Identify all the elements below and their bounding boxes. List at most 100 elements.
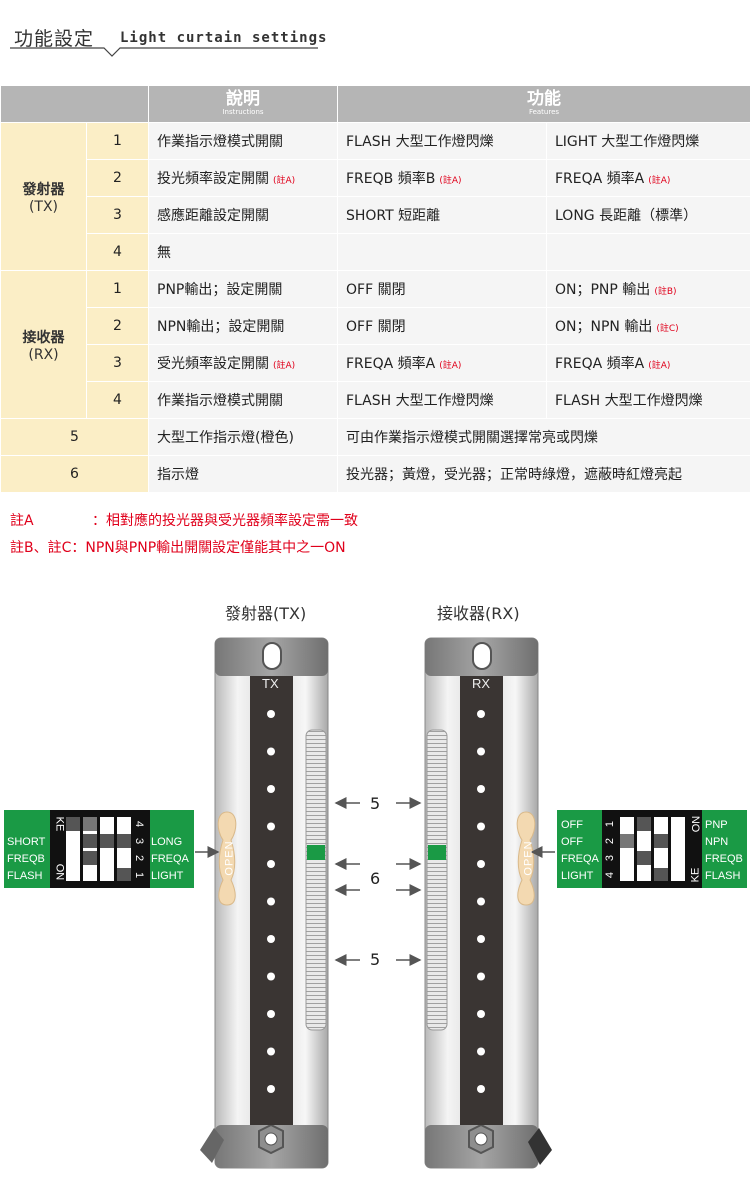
rx-switch-number: 1 bbox=[604, 820, 617, 828]
table-row: 發射器 (TX) 1 作業指示燈模式開關 FLASH 大型工作燈閃爍 LIGHT… bbox=[0, 122, 750, 271]
tx-mount-hole bbox=[262, 642, 282, 670]
row-feature-2: ON；PNP 輸出 bbox=[555, 282, 651, 298]
tx-left-label: SHORT bbox=[7, 836, 46, 848]
rx-led-dot bbox=[477, 822, 485, 831]
table-row: 4 無 bbox=[1, 233, 750, 271]
row-feature-1: FREQA 頻率A bbox=[346, 356, 436, 372]
row-description: 感應距離設定開關 bbox=[157, 208, 269, 224]
callout-6: 6 bbox=[370, 869, 381, 888]
tx-indicator-green bbox=[307, 845, 325, 860]
footnote-text: ：相對應的投光器與受光器頻率設定需一致 bbox=[92, 513, 358, 529]
row-note: (註B) bbox=[654, 287, 677, 297]
tx-left-label: FREQB bbox=[7, 853, 45, 865]
page-header: 功能設定 Light curtain settings bbox=[0, 0, 750, 70]
rx-group-en: (RX) bbox=[28, 346, 59, 363]
rx-switch-number: 2 bbox=[604, 837, 617, 845]
callout-5-bottom: 5 bbox=[370, 950, 381, 969]
rx-mount-hole bbox=[472, 642, 492, 670]
rx-right-label: PNP bbox=[705, 819, 728, 831]
row-note: (註A) bbox=[273, 361, 296, 371]
rx-device bbox=[424, 637, 552, 1169]
rx-on-label: ON bbox=[690, 815, 703, 833]
tx-open-label: OPEN bbox=[223, 840, 236, 876]
title-zh: 功能設定 bbox=[14, 28, 95, 50]
footnotes: 註A ：相對應的投光器與受光器頻率設定需一致 註B、註C：NPN與PNP輸出開關設… bbox=[10, 508, 358, 562]
row-feature-1: FLASH 大型工作燈閃爍 bbox=[346, 393, 494, 409]
tx-switch-number: 3 bbox=[133, 837, 146, 845]
header-features: 功能 Features bbox=[337, 85, 750, 123]
row-number: 6 bbox=[0, 455, 149, 493]
row-description: 無 bbox=[157, 245, 171, 261]
footnote-bc: 註B、註C：NPN與PNP輸出開關設定僅能其中之一ON bbox=[10, 535, 358, 562]
row-description: 大型工作指示燈(橙色) bbox=[148, 418, 338, 456]
callout-5-top: 5 bbox=[370, 794, 381, 813]
rx-dip-switch-panel bbox=[557, 810, 747, 888]
row-feature-2: ON；NPN 輸出 bbox=[555, 319, 653, 335]
tx-led-dot bbox=[267, 822, 275, 831]
tx-open-cover bbox=[217, 811, 237, 906]
tx-led-dot bbox=[267, 1047, 275, 1056]
tx-led-dot bbox=[267, 710, 275, 718]
tx-device bbox=[200, 637, 329, 1169]
footnote-a: 註A ：相對應的投光器與受光器頻率設定需一致 bbox=[10, 508, 358, 535]
table-row: 6 指示燈 投光器；黃燈，受光器；正常時綠燈，遮蔽時紅燈亮起 bbox=[0, 455, 750, 493]
row-feature-1: OFF 關閉 bbox=[346, 282, 406, 298]
row-number: 2 bbox=[86, 307, 149, 345]
title-en: Light curtain settings bbox=[120, 30, 328, 46]
tx-right-label: LIGHT bbox=[151, 870, 184, 882]
rx-left-label: FREQA bbox=[561, 853, 599, 865]
row-feature-2: LIGHT 大型工作燈閃爍 bbox=[555, 134, 700, 150]
row-feature-2: FREQA 頻率A bbox=[555, 171, 645, 187]
row-description: PNP輸出；設定開關 bbox=[157, 282, 283, 298]
row-description: 作業指示燈模式開關 bbox=[157, 393, 283, 409]
row-feature-1: FREQB 頻率B bbox=[346, 171, 436, 187]
row-feature-1: SHORT 短距離 bbox=[346, 208, 441, 224]
footnote-label: 註A bbox=[10, 513, 34, 529]
header-instructions-zh: 說明 bbox=[226, 89, 260, 109]
table-row: 4 作業指示燈模式開關 FLASH 大型工作燈閃爍 FLASH 大型工作燈閃爍 bbox=[1, 381, 750, 419]
row-feature-2: FLASH 大型工作燈閃爍 bbox=[555, 393, 703, 409]
tx-led-dot bbox=[267, 1085, 275, 1093]
row-number: 1 bbox=[86, 270, 149, 308]
rx-led-dot bbox=[477, 860, 485, 868]
row-feature-1: OFF 關閉 bbox=[346, 319, 406, 335]
rx-led-dot bbox=[477, 747, 485, 756]
header-instructions: 說明 Instructions bbox=[148, 85, 338, 123]
table-header-row: 說明 Instructions 功能 Features bbox=[0, 85, 750, 123]
row-number: 3 bbox=[86, 344, 149, 382]
tx-device-title: 發射器(TX) bbox=[225, 604, 307, 623]
tx-led-dot bbox=[267, 860, 275, 868]
header-blank bbox=[0, 85, 149, 123]
table-row: 2 投光頻率設定開關(註A) FREQB 頻率B(註A) FREQA 頻率A(註… bbox=[1, 159, 750, 197]
row-number: 3 bbox=[86, 196, 149, 234]
rx-led-dot bbox=[477, 785, 485, 793]
tx-group-cell: 發射器 (TX) bbox=[0, 122, 87, 271]
row-number: 2 bbox=[86, 159, 149, 197]
tx-switch-number: 4 bbox=[133, 820, 146, 828]
tx-ribbed-light bbox=[305, 729, 327, 1031]
row-description: 指示燈 bbox=[148, 455, 338, 493]
rx-right-label: NPN bbox=[705, 836, 729, 848]
rx-cable bbox=[528, 1128, 552, 1165]
rx-right-label: FREQB bbox=[705, 853, 743, 865]
header-features-zh: 功能 bbox=[527, 89, 561, 109]
row-feature: 投光器；黃燈，受光器；正常時綠燈，遮蔽時紅燈亮起 bbox=[337, 455, 750, 493]
tx-brand-label: KE bbox=[53, 816, 66, 832]
header-features-en: Features bbox=[528, 108, 560, 116]
row-description: 投光頻率設定開關 bbox=[157, 171, 269, 187]
rx-tag: RX bbox=[472, 676, 491, 691]
rx-led-dot bbox=[477, 1010, 485, 1018]
table-row: 3 受光頻率設定開關(註A) FREQA 頻率A(註A) FREQA 頻率A(註… bbox=[1, 344, 750, 382]
tx-led-dot bbox=[267, 785, 275, 793]
tx-group-zh: 發射器 bbox=[22, 181, 65, 198]
row-feature-2: LONG 長距離（標準） bbox=[555, 208, 698, 224]
table-row: 接收器 (RX) 1 PNP輸出；設定開關 OFF 關閉 ON；PNP 輸出(註… bbox=[0, 270, 750, 419]
tx-tag: TX bbox=[262, 676, 279, 691]
rx-group-cell: 接收器 (RX) bbox=[0, 270, 87, 419]
rx-device-title: 接收器(RX) bbox=[437, 604, 520, 623]
tx-led-dot bbox=[267, 897, 275, 906]
row-description: NPN輸出；設定開關 bbox=[157, 319, 285, 335]
rx-led-dot bbox=[477, 1085, 485, 1093]
row-number: 4 bbox=[86, 381, 149, 419]
